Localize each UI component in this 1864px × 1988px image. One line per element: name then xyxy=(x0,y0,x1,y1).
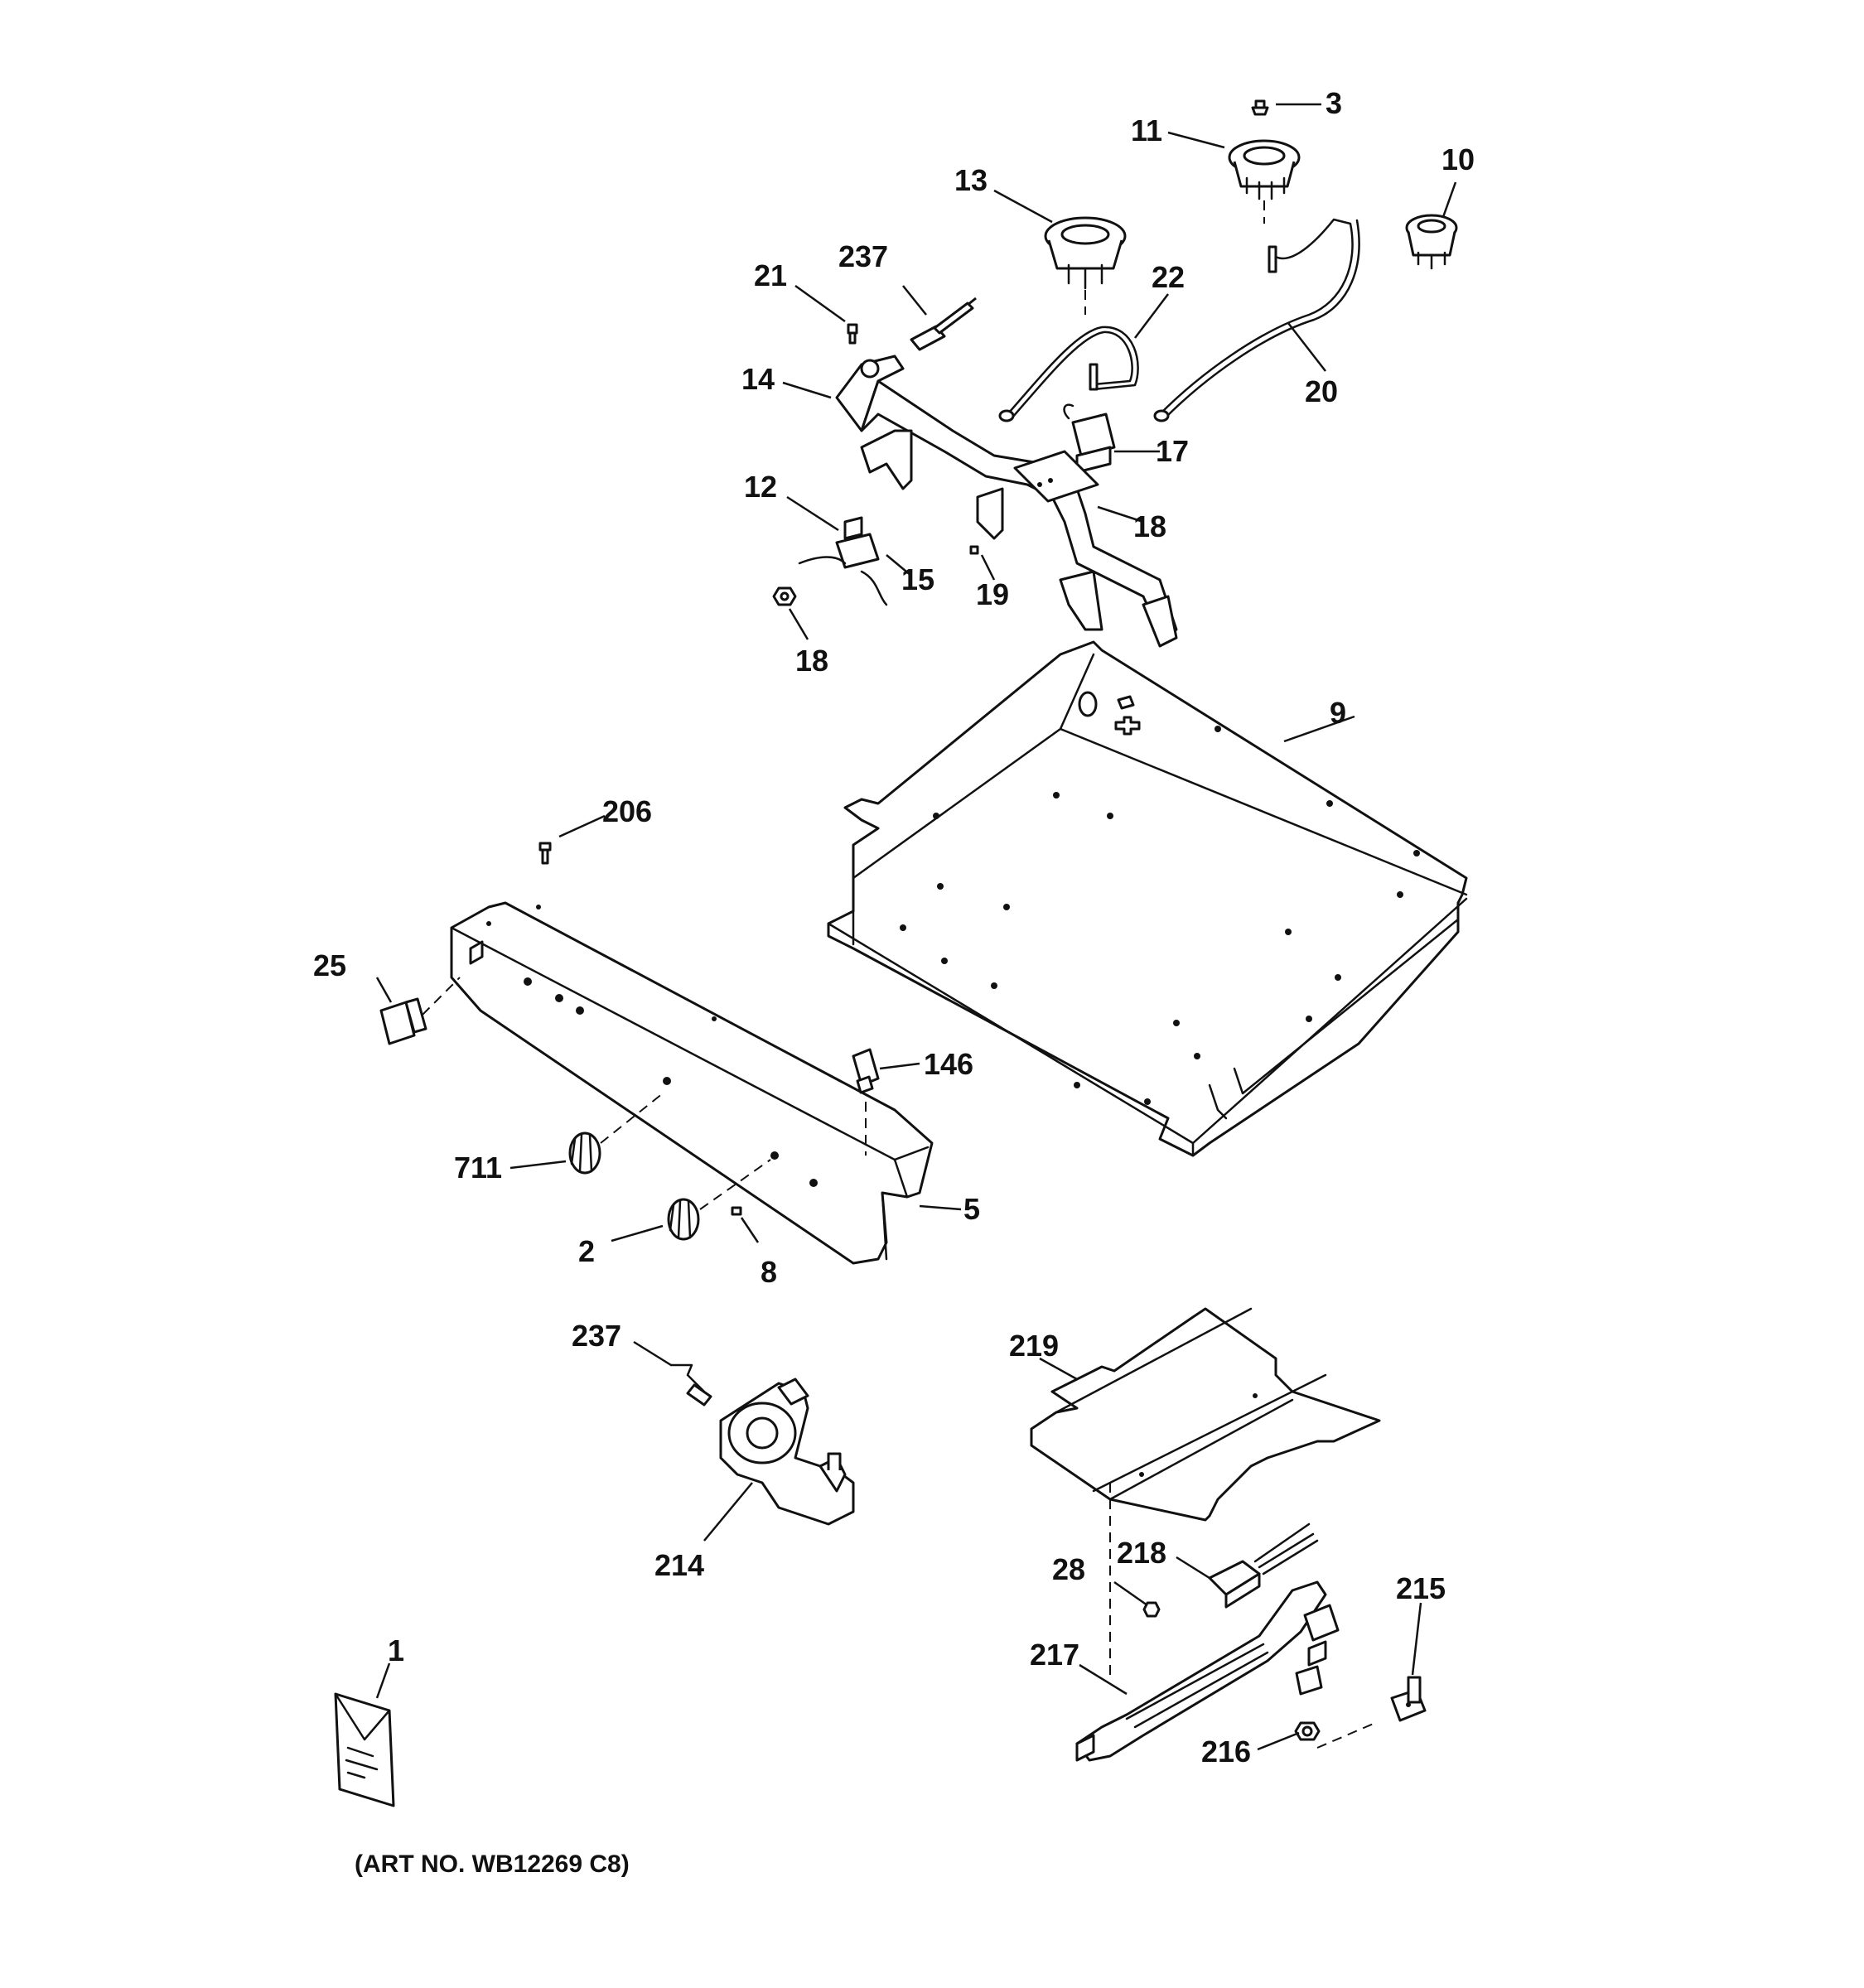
part-20-tube xyxy=(1153,218,1360,422)
callout-19: 19 xyxy=(976,577,1009,611)
callout-216: 216 xyxy=(1201,1735,1251,1768)
callout-17: 17 xyxy=(1156,434,1189,468)
callout-1: 1 xyxy=(388,1633,404,1667)
art-number: (ART NO. WB12269 C8) xyxy=(355,1850,630,1878)
part-14-manifold xyxy=(835,355,1178,648)
part-22-tube xyxy=(998,326,1139,422)
callout-12: 12 xyxy=(744,470,777,504)
part-12-valve xyxy=(798,516,888,606)
part-21-screw xyxy=(847,323,858,345)
callout-237-lower: 237 xyxy=(572,1319,621,1353)
part-10-burner-head xyxy=(1405,214,1458,270)
callout-13: 13 xyxy=(954,163,988,197)
callout-219: 219 xyxy=(1009,1329,1059,1363)
callout-21: 21 xyxy=(754,258,787,292)
part-3-screw xyxy=(1251,99,1269,116)
callout-22: 22 xyxy=(1152,260,1185,294)
callout-10: 10 xyxy=(1441,142,1475,176)
part-206-screw xyxy=(538,842,552,865)
callout-214: 214 xyxy=(654,1548,704,1582)
callout-711: 711 xyxy=(454,1151,502,1185)
callout-237-top: 237 xyxy=(838,239,888,273)
part-25-switch xyxy=(379,997,427,1045)
part-215-bracket xyxy=(1390,1676,1427,1722)
callout-labels: 3 11 10 13 237 21 22 14 20 17 12 18 15 1… xyxy=(313,86,1475,1878)
part-18-nut xyxy=(772,586,797,606)
callout-11: 11 xyxy=(1131,113,1162,147)
callout-217: 217 xyxy=(1030,1638,1079,1672)
part-237-orifice-top xyxy=(910,297,977,351)
callout-14: 14 xyxy=(741,362,775,396)
callout-5: 5 xyxy=(963,1192,980,1226)
callout-8: 8 xyxy=(761,1255,777,1289)
callout-2: 2 xyxy=(578,1234,595,1268)
callout-9: 9 xyxy=(1330,696,1346,730)
part-5-control-panel xyxy=(450,901,934,1265)
part-216-orifice-fittings xyxy=(1294,1604,1340,1741)
callout-15: 15 xyxy=(901,562,934,596)
part-19-screw xyxy=(969,545,979,555)
part-11-burner-head xyxy=(1228,139,1301,200)
part-711-knob xyxy=(568,1132,601,1175)
part-8-screw xyxy=(731,1206,742,1216)
part-28-nut xyxy=(1142,1601,1161,1618)
callout-28: 28 xyxy=(1052,1552,1085,1586)
callout-215: 215 xyxy=(1396,1571,1446,1605)
leader-lines xyxy=(375,103,1457,1751)
part-214-regulator-valve xyxy=(719,1378,855,1526)
callout-206: 206 xyxy=(602,794,652,828)
callout-20: 20 xyxy=(1305,374,1338,408)
part-237-orifice-lower xyxy=(669,1363,712,1407)
part-1-literature-envelope xyxy=(334,1692,395,1807)
part-9-cooktop-pan xyxy=(827,640,1468,1157)
callout-18-left: 18 xyxy=(795,644,828,678)
callout-3: 3 xyxy=(1326,86,1342,120)
part-219-baffle xyxy=(1030,1307,1381,1522)
part-146-clip xyxy=(852,1048,880,1094)
part-217-burner-tube xyxy=(1075,1580,1327,1762)
callout-25: 25 xyxy=(313,948,346,982)
part-13-burner-head xyxy=(1044,216,1127,290)
callout-18-right: 18 xyxy=(1133,509,1166,543)
part-2-knob xyxy=(667,1198,700,1241)
part-218-igniter xyxy=(1208,1522,1319,1609)
callout-218: 218 xyxy=(1117,1536,1166,1570)
callout-146: 146 xyxy=(924,1047,973,1081)
part-18-bracket xyxy=(1013,450,1099,503)
